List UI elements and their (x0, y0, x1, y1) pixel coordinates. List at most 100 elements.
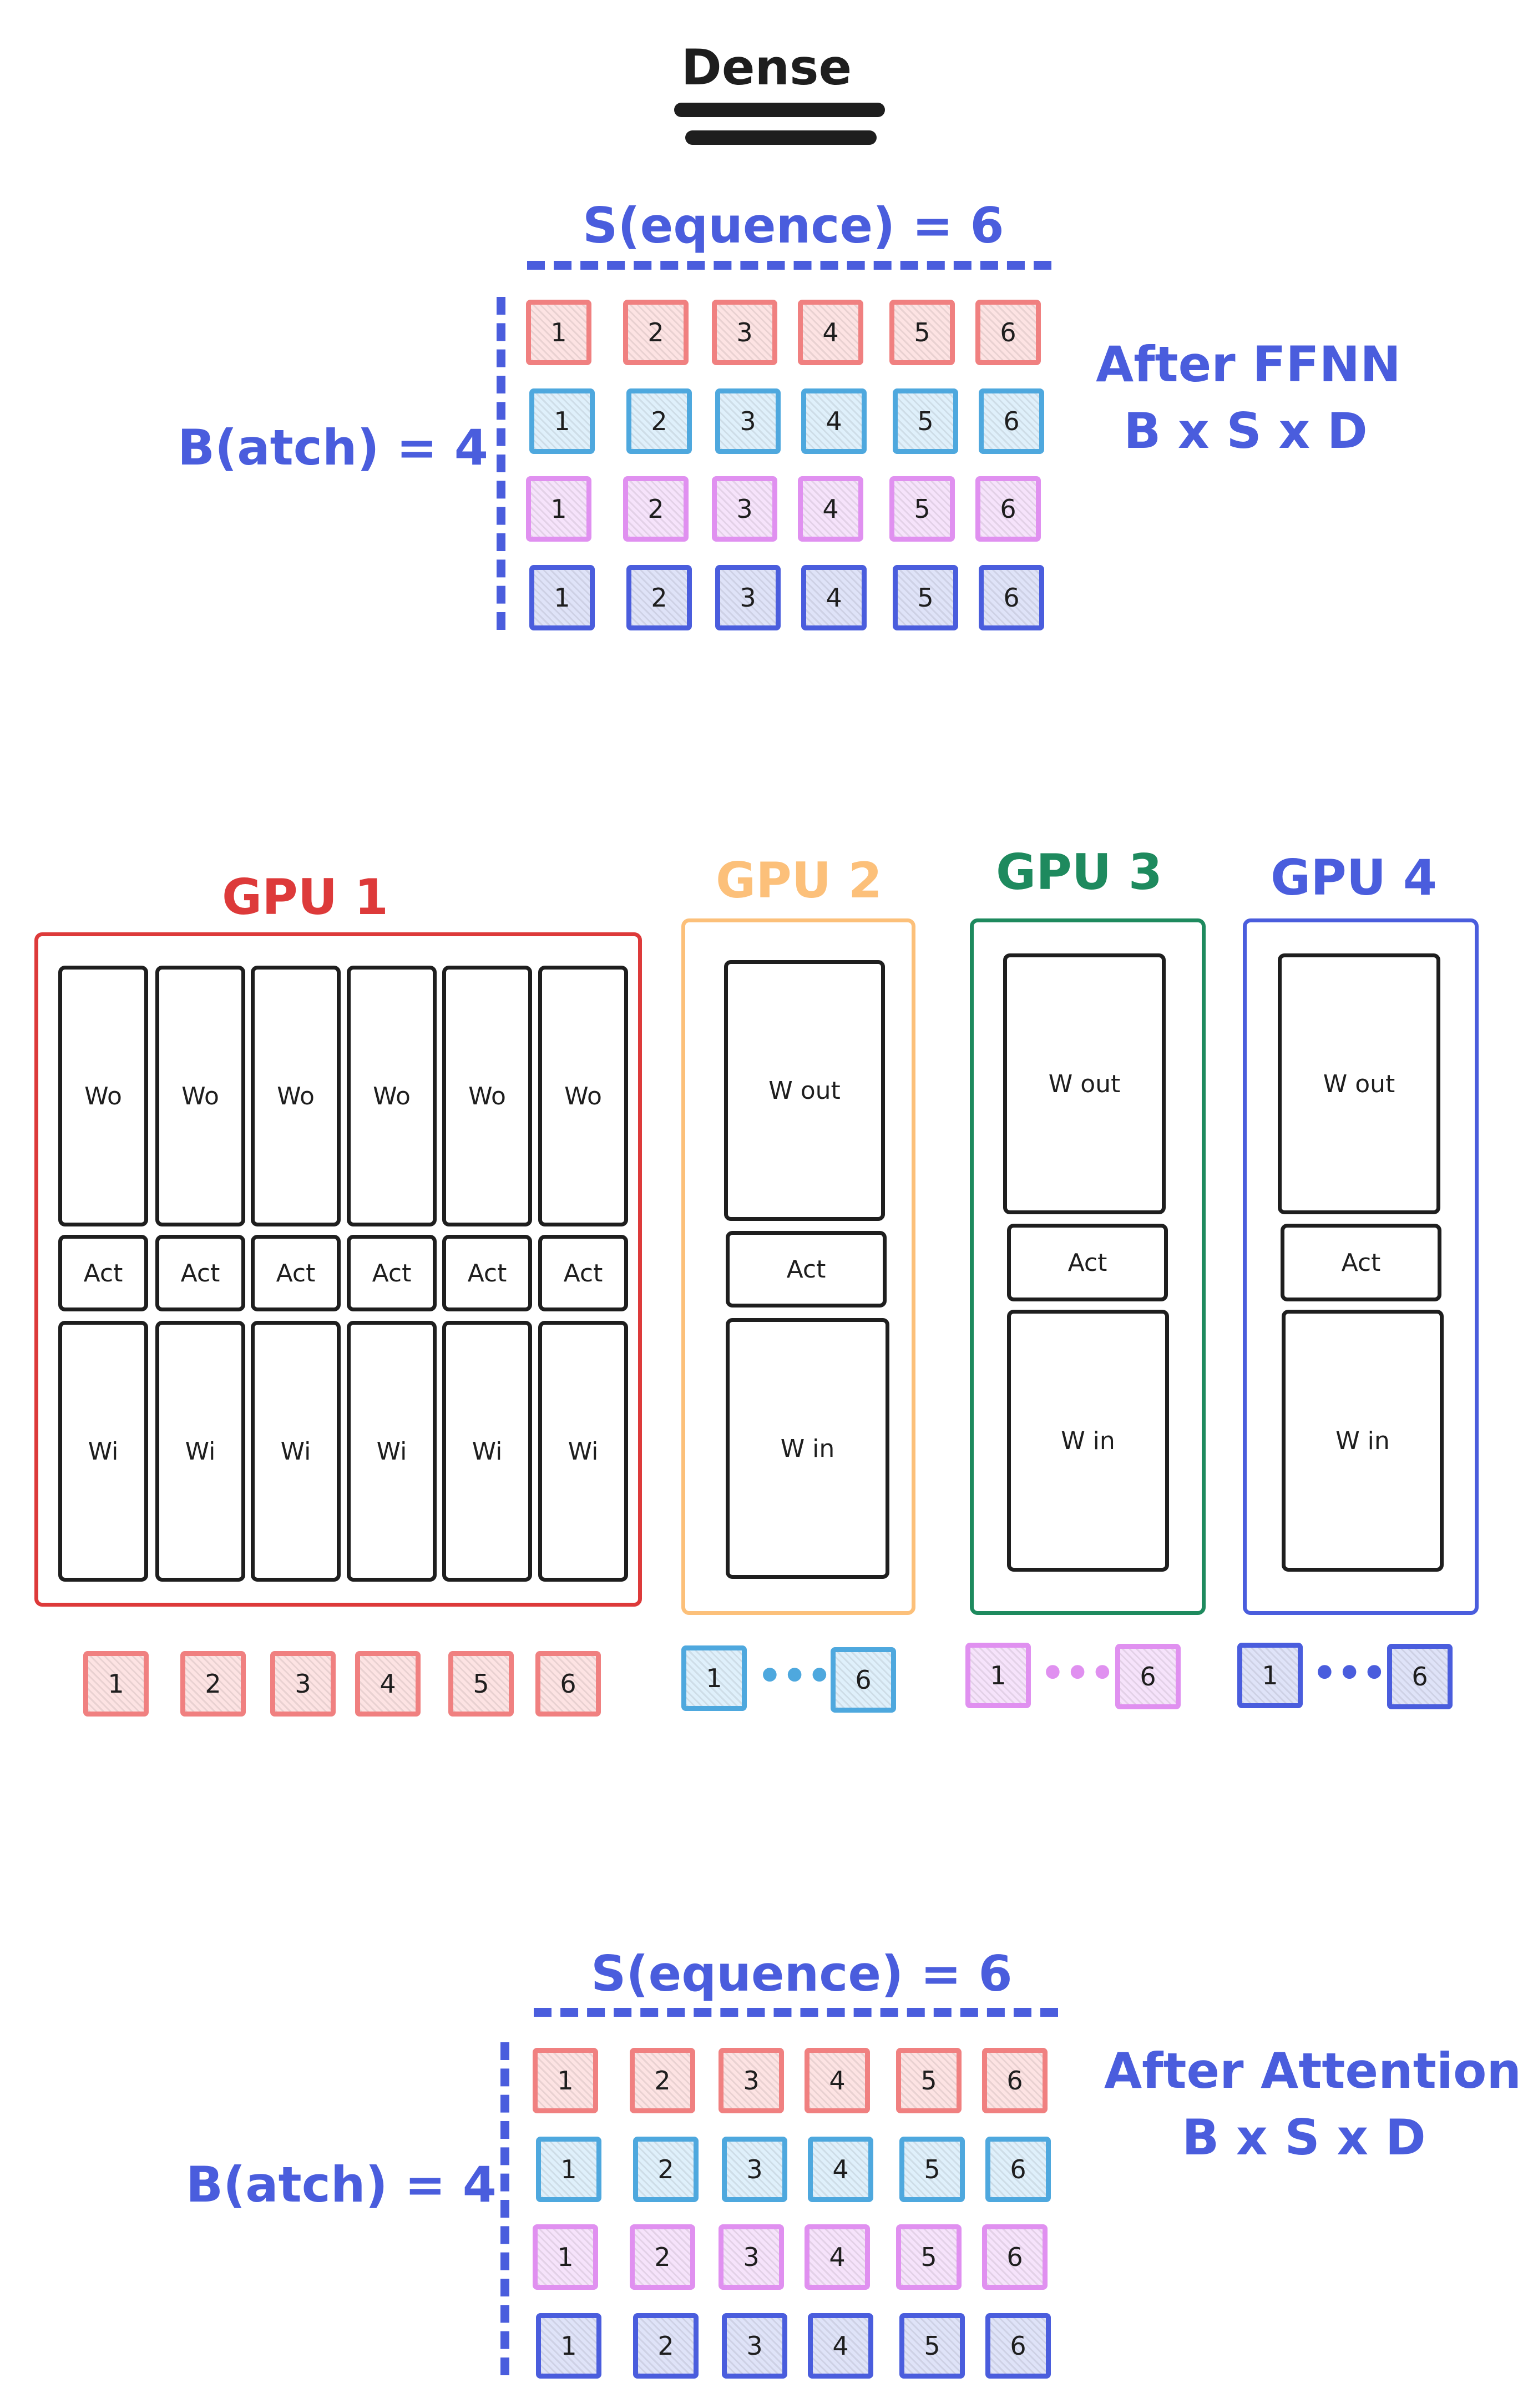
gpu2-box (681, 918, 915, 1615)
gpu1-box (34, 932, 642, 1607)
top-cell-r4-c2: 2 (626, 565, 692, 630)
gpu2-act-block: Act (726, 1231, 887, 1308)
gpu1-wo-block-4: Wo (347, 966, 437, 1226)
gpu1-wi-block-1: Wi (58, 1321, 148, 1582)
top-batch-label: B(atch) = 4 (178, 419, 489, 476)
bottom-sequence-label: S(equence) = 6 (591, 1945, 1013, 2002)
top-cell-r3-c4: 4 (798, 476, 863, 542)
top-cell-r1-c5: 5 (889, 300, 955, 365)
bottom-sequence-dashed-line (534, 2008, 1058, 2017)
bottom-cell-r1-c3: 3 (719, 2048, 784, 2113)
gpu3-token-first: 1 (965, 1643, 1031, 1708)
gpu1-wo-block-1: Wo (58, 966, 148, 1226)
top-cell-r4-c5: 5 (893, 565, 958, 630)
top-side-label-2: B x S x D (1124, 402, 1368, 460)
top-cell-r1-c2: 2 (623, 300, 689, 365)
bottom-batch-dashed-line (500, 2042, 509, 2375)
top-cell-r4-c6: 6 (979, 565, 1044, 630)
gpu1-token-4: 4 (355, 1651, 421, 1717)
bottom-cell-r1-c2: 2 (630, 2048, 695, 2113)
gpu1-token-1: 1 (83, 1651, 149, 1717)
gpu1-wi-block-6: Wi (538, 1321, 628, 1582)
gpu1-wi-block-4: Wi (347, 1321, 437, 1582)
top-sequence-label: S(equence) = 6 (583, 197, 1004, 254)
gpu4-act-block: Act (1281, 1224, 1441, 1301)
bottom-cell-r3-c5: 5 (896, 2224, 962, 2290)
bottom-side-label-2: B x S x D (1182, 2109, 1426, 2166)
top-cell-r3-c5: 5 (889, 476, 955, 542)
top-cell-r1-c4: 4 (798, 300, 863, 365)
gpu1-wi-block-2: Wi (155, 1321, 245, 1582)
bottom-cell-r3-c4: 4 (805, 2224, 870, 2290)
bottom-cell-r1-c5: 5 (896, 2048, 962, 2113)
top-cell-r4-c4: 4 (801, 565, 867, 630)
bottom-cell-r3-c6: 6 (982, 2224, 1048, 2290)
top-cell-r1-c6: 6 (975, 300, 1041, 365)
gpu2-ellipsis: ••• (757, 1653, 832, 1699)
gpu1-act-block-5: Act (442, 1235, 532, 1311)
top-cell-r3-c2: 2 (623, 476, 689, 542)
gpu1-token-5: 5 (448, 1651, 514, 1717)
top-cell-r2-c4: 4 (801, 388, 867, 454)
bottom-cell-r4-c1: 1 (536, 2313, 601, 2379)
gpu4-ellipsis: ••• (1312, 1650, 1387, 1696)
bottom-cell-r2-c6: 6 (985, 2137, 1051, 2202)
top-cell-r1-c3: 3 (712, 300, 777, 365)
top-cell-r1-c1: 1 (526, 300, 591, 365)
top-sequence-dashed-line (527, 261, 1051, 270)
bottom-cell-r4-c5: 5 (899, 2313, 965, 2379)
gpu2-w-in-block: W in (726, 1318, 889, 1579)
top-cell-r3-c3: 3 (712, 476, 777, 542)
gpu1-wi-block-3: Wi (251, 1321, 341, 1582)
gpu3-ellipsis: ••• (1040, 1650, 1115, 1696)
bottom-cell-r3-c3: 3 (719, 2224, 784, 2290)
bottom-cell-r1-c6: 6 (982, 2048, 1048, 2113)
gpu1-token-6: 6 (535, 1651, 601, 1717)
gpu1-wo-block-2: Wo (155, 966, 245, 1226)
top-batch-dashed-line (497, 297, 505, 630)
gpu1-act-block-6: Act (538, 1235, 628, 1311)
title-underline-1 (674, 103, 885, 117)
top-cell-r2-c6: 6 (979, 388, 1044, 454)
bottom-cell-r4-c4: 4 (808, 2313, 873, 2379)
title-underline-2 (685, 130, 877, 145)
gpu4-w-out-block: W out (1278, 953, 1440, 1214)
top-cell-r2-c2: 2 (626, 388, 692, 454)
gpu1-wo-block-5: Wo (442, 966, 532, 1226)
gpu4-label: GPU 4 (1270, 849, 1438, 906)
gpu1-token-3: 3 (270, 1651, 336, 1717)
gpu1-wo-block-3: Wo (251, 966, 341, 1226)
top-cell-r4-c3: 3 (715, 565, 781, 630)
gpu2-token-first: 1 (681, 1645, 747, 1711)
gpu3-act-block: Act (1007, 1224, 1168, 1301)
gpu4-box (1243, 918, 1479, 1615)
gpu1-act-block-2: Act (155, 1235, 245, 1311)
gpu4-token-last: 6 (1387, 1644, 1453, 1709)
gpu3-box (970, 918, 1206, 1615)
bottom-cell-r2-c3: 3 (722, 2137, 787, 2202)
top-cell-r3-c1: 1 (526, 476, 591, 542)
bottom-cell-r4-c2: 2 (633, 2313, 699, 2379)
bottom-side-label-1: After Attention (1104, 2042, 1522, 2099)
gpu2-token-last: 6 (831, 1647, 896, 1713)
bottom-cell-r2-c5: 5 (899, 2137, 965, 2202)
bottom-cell-r3-c2: 2 (630, 2224, 695, 2290)
gpu1-act-block-3: Act (251, 1235, 341, 1311)
top-cell-r3-c6: 6 (975, 476, 1041, 542)
bottom-cell-r2-c4: 4 (808, 2137, 873, 2202)
bottom-batch-label: B(atch) = 4 (186, 2156, 497, 2213)
bottom-cell-r4-c3: 3 (722, 2313, 787, 2379)
top-side-label-1: After FFNN (1096, 336, 1401, 393)
bottom-cell-r1-c1: 1 (533, 2048, 598, 2113)
top-cell-r2-c3: 3 (715, 388, 781, 454)
top-cell-r4-c1: 1 (529, 565, 595, 630)
gpu1-act-block-4: Act (347, 1235, 437, 1311)
bottom-cell-r2-c2: 2 (633, 2137, 699, 2202)
gpu3-w-in-block: W in (1007, 1310, 1169, 1572)
bottom-cell-r1-c4: 4 (805, 2048, 870, 2113)
bottom-cell-r3-c1: 1 (533, 2224, 598, 2290)
gpu4-token-first: 1 (1237, 1643, 1303, 1708)
gpu1-token-2: 2 (180, 1651, 246, 1717)
gpu1-wi-block-5: Wi (442, 1321, 532, 1582)
gpu3-token-last: 6 (1115, 1644, 1181, 1709)
